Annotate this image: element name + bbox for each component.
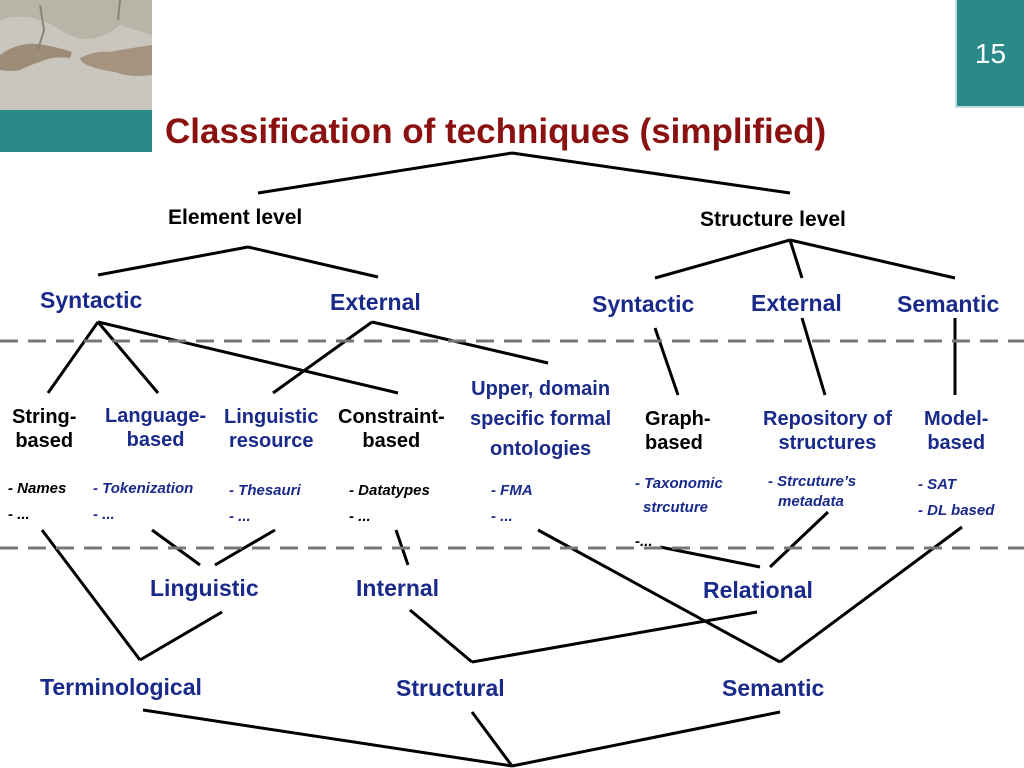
examples-model: - SAT - DL based (918, 476, 995, 520)
connector-terminological-root (142, 708, 513, 768)
node-external-right: External (751, 290, 842, 316)
connector-syntactic-constraint (97, 320, 399, 395)
node-semantic-right: Semantic (897, 291, 1000, 317)
connector-relational-structural (471, 610, 758, 664)
page-number: 15 (974, 38, 1007, 69)
node-syntactic-left: Syntactic (40, 287, 143, 313)
connector-upper-semantic (537, 528, 781, 664)
node-linguistic-resource: Linguistic resource (224, 406, 319, 452)
connector-lingres-linguistic (214, 528, 276, 567)
node-constraint-based: Constraint- based (338, 406, 445, 452)
examples-repository: - Strcuture’s metadata (768, 473, 857, 510)
connector-structure-external (788, 239, 804, 279)
examples-language: - Tokenization - ... (93, 480, 194, 524)
connector-structure-syntactic (654, 238, 791, 280)
node-linguistic: Linguistic (150, 575, 259, 601)
node-internal: Internal (356, 575, 440, 601)
examples-string: - Names - ... (8, 480, 67, 524)
connector-linguistic-terminological (139, 610, 223, 662)
node-graph-based: Graph- based (645, 408, 711, 454)
connector-syntactic-language (96, 321, 160, 394)
examples-constraint: - Datatypes - ... (349, 482, 430, 526)
connector-string-terminological (40, 529, 142, 661)
examples-upper: - FMA - ... (491, 482, 533, 526)
node-structure-level: Structure level (700, 208, 846, 231)
connector-syntactic-string (46, 321, 100, 394)
connector-syntactic-graph (653, 327, 680, 396)
connector-structural-root (470, 711, 514, 767)
hands-illustration (0, 0, 152, 110)
connector-element-syntactic (97, 245, 249, 277)
connector-repository-relational (768, 510, 830, 569)
connector-semantic-root (511, 710, 781, 768)
connector-element-external (247, 245, 379, 279)
connector-structure-semantic (789, 238, 956, 280)
connector-external-linguistic-resource (272, 320, 373, 395)
logo-image (0, 0, 152, 152)
node-model-based: Model- based (924, 408, 989, 454)
examples-linguistic: - Thesauri - ... (229, 482, 301, 526)
connector-title-structure (511, 151, 791, 195)
node-upper-domain-ontologies: Upper, domain specific formal ontologies (470, 378, 612, 460)
node-structural: Structural (396, 675, 505, 701)
node-semantic: Semantic (722, 675, 825, 701)
connector-external-repository (800, 317, 827, 396)
page-number-box: 15 (955, 0, 1024, 108)
node-external-left: External (330, 289, 421, 315)
node-language-based: Language- based (105, 405, 207, 451)
examples-graph: - Taxonomic strcuture -... (635, 475, 723, 550)
node-element-level: Element level (168, 206, 303, 229)
connector-internal-structural (409, 608, 473, 664)
node-repository-of-structures: Repository of structures (763, 408, 892, 454)
slide-title: Classification of techniques (simplified… (165, 112, 827, 151)
connector-graph-relational (659, 545, 761, 569)
node-string-based: String- based (12, 406, 77, 452)
node-relational: Relational (703, 577, 813, 603)
node-terminological: Terminological (40, 674, 202, 700)
node-syntactic-right: Syntactic (592, 291, 695, 317)
logo-band (0, 110, 152, 152)
connector-title-element (257, 151, 513, 195)
